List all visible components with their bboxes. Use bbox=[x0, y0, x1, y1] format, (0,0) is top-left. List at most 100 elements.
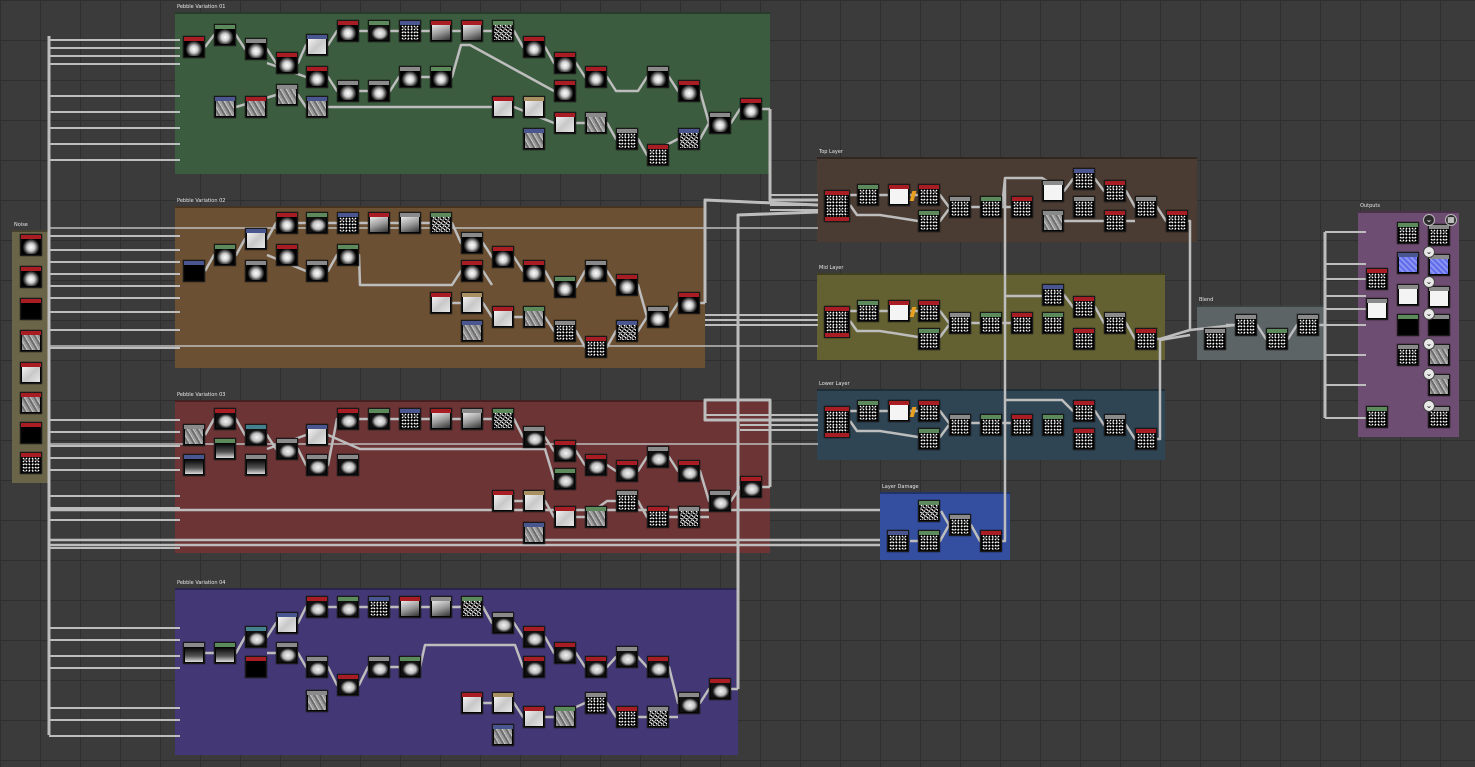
graph-node[interactable] bbox=[647, 446, 669, 468]
graph-node[interactable] bbox=[1428, 286, 1450, 308]
graph-node[interactable] bbox=[1104, 180, 1126, 202]
graph-node[interactable] bbox=[1428, 406, 1450, 428]
graph-node[interactable] bbox=[949, 312, 971, 334]
graph-node[interactable] bbox=[647, 656, 669, 678]
graph-node[interactable] bbox=[276, 212, 298, 234]
graph-node[interactable] bbox=[368, 20, 390, 42]
graph-node[interactable] bbox=[918, 428, 940, 450]
graph-node[interactable] bbox=[20, 422, 42, 444]
graph-node[interactable] bbox=[1428, 344, 1450, 366]
graph-node[interactable] bbox=[399, 656, 421, 678]
graph-node[interactable] bbox=[918, 500, 940, 522]
graph-node[interactable] bbox=[337, 674, 359, 696]
graph-node[interactable] bbox=[276, 244, 298, 266]
graph-node[interactable] bbox=[214, 642, 236, 664]
graph-node[interactable] bbox=[554, 80, 576, 102]
graph-node[interactable] bbox=[245, 228, 267, 250]
graph-node[interactable] bbox=[1397, 284, 1419, 306]
graph-node[interactable] bbox=[214, 244, 236, 266]
graph-node[interactable] bbox=[616, 128, 638, 150]
graph-node[interactable] bbox=[492, 490, 514, 512]
graph-node[interactable] bbox=[647, 706, 669, 728]
graph-node[interactable] bbox=[616, 646, 638, 668]
graph-node[interactable] bbox=[1297, 314, 1319, 336]
graph-node[interactable] bbox=[740, 476, 762, 498]
graph-node[interactable] bbox=[399, 212, 421, 234]
graph-node[interactable] bbox=[368, 80, 390, 102]
graph-node[interactable] bbox=[918, 530, 940, 552]
graph-node[interactable] bbox=[616, 320, 638, 342]
graph-node[interactable] bbox=[980, 312, 1002, 334]
graph-node[interactable] bbox=[824, 190, 850, 222]
graph-node[interactable] bbox=[183, 36, 205, 58]
graph-node[interactable] bbox=[554, 642, 576, 664]
graph-node[interactable] bbox=[1235, 314, 1257, 336]
graph-node[interactable] bbox=[709, 678, 731, 700]
graph-node[interactable] bbox=[918, 328, 940, 350]
graph-node[interactable] bbox=[306, 96, 328, 118]
graph-node[interactable] bbox=[245, 260, 267, 282]
graph-node[interactable] bbox=[888, 184, 917, 206]
graph-node[interactable] bbox=[1104, 414, 1126, 436]
graph-node[interactable] bbox=[554, 468, 576, 490]
graph-node[interactable] bbox=[245, 96, 267, 118]
graph-node[interactable] bbox=[337, 454, 359, 476]
graph-node[interactable] bbox=[1397, 344, 1419, 366]
graph-node[interactable] bbox=[585, 66, 607, 88]
graph-node[interactable] bbox=[678, 292, 700, 314]
graph-node[interactable] bbox=[1135, 196, 1157, 218]
graph-node[interactable] bbox=[492, 612, 514, 634]
graph-node[interactable] bbox=[1428, 224, 1450, 246]
graph-node[interactable] bbox=[1428, 254, 1450, 276]
graph-node[interactable] bbox=[245, 454, 267, 476]
graph-node[interactable] bbox=[1397, 252, 1419, 274]
graph-node[interactable] bbox=[306, 66, 328, 88]
graph-node[interactable] bbox=[980, 414, 1002, 436]
graph-node[interactable] bbox=[337, 20, 359, 42]
graph-node[interactable] bbox=[523, 656, 545, 678]
graph-node[interactable] bbox=[306, 34, 328, 56]
graph-node[interactable] bbox=[306, 454, 328, 476]
chevron-down-icon[interactable]: ⌄ bbox=[1423, 246, 1435, 258]
graph-node[interactable] bbox=[20, 452, 42, 474]
graph-node[interactable] bbox=[20, 298, 42, 320]
graph-node[interactable] bbox=[461, 692, 483, 714]
graph-node[interactable] bbox=[1011, 196, 1033, 218]
checkerboard-icon[interactable]: ▦ bbox=[1445, 214, 1457, 226]
graph-node[interactable] bbox=[585, 454, 607, 476]
graph-node[interactable] bbox=[430, 408, 452, 430]
graph-node[interactable] bbox=[1428, 314, 1450, 336]
graph-node[interactable] bbox=[523, 36, 545, 58]
graph-node[interactable] bbox=[740, 98, 762, 120]
graph-node[interactable] bbox=[554, 440, 576, 462]
graph-node[interactable] bbox=[523, 426, 545, 448]
graph-node[interactable] bbox=[888, 300, 917, 322]
graph-node[interactable] bbox=[492, 408, 514, 430]
graph-node[interactable] bbox=[1073, 400, 1095, 422]
graph-node[interactable] bbox=[523, 626, 545, 648]
graph-node[interactable] bbox=[20, 330, 42, 352]
graph-node[interactable] bbox=[306, 260, 328, 282]
graph-node[interactable] bbox=[554, 506, 576, 528]
graph-node[interactable] bbox=[492, 692, 514, 714]
graph-node[interactable] bbox=[368, 212, 390, 234]
graph-node[interactable] bbox=[678, 506, 700, 528]
graph-node[interactable] bbox=[492, 724, 514, 746]
graph-node[interactable] bbox=[887, 530, 909, 552]
graph-node[interactable] bbox=[368, 408, 390, 430]
graph-node[interactable] bbox=[1042, 210, 1064, 232]
graph-node[interactable] bbox=[245, 38, 267, 60]
graph-node[interactable] bbox=[399, 20, 421, 42]
graph-node[interactable] bbox=[678, 128, 700, 150]
graph-node[interactable] bbox=[647, 506, 669, 528]
graph-node[interactable] bbox=[306, 656, 328, 678]
graph-node[interactable] bbox=[647, 66, 669, 88]
graph-node[interactable] bbox=[337, 80, 359, 102]
graph-node[interactable] bbox=[616, 706, 638, 728]
chevron-down-icon[interactable]: ⌄ bbox=[1423, 400, 1435, 412]
chevron-down-icon[interactable]: ⌄ bbox=[1423, 338, 1435, 350]
graph-node[interactable] bbox=[1366, 298, 1388, 320]
graph-node[interactable] bbox=[1011, 312, 1033, 334]
graph-node[interactable] bbox=[306, 424, 328, 446]
graph-node[interactable] bbox=[709, 112, 731, 134]
